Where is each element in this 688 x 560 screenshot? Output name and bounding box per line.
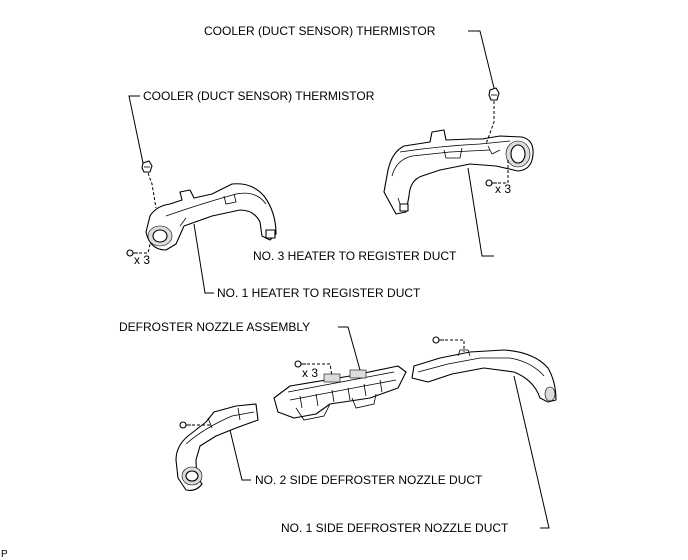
- screw-side-left-icon: [179, 421, 191, 429]
- leader-cooler-thermistor-right: [468, 30, 495, 89]
- label-cooler-thermistor-left: COOLER (DUCT SENSOR) THERMISTOR: [143, 89, 375, 103]
- screw-right-icon: [485, 179, 497, 187]
- screw-left-install-line: [139, 243, 151, 254]
- leader-defroster-nozzle: [338, 326, 361, 371]
- no1-side-defroster-part: [411, 349, 557, 403]
- label-qty-left-duct: x 3: [134, 253, 150, 267]
- screw-side-right-install-line: [445, 339, 465, 352]
- corner-code: P: [1, 549, 8, 560]
- screw-right-install-line: [498, 160, 509, 184]
- leader-no1-side-defroster: [513, 375, 550, 529]
- leader-cooler-thermistor-left: [128, 95, 144, 164]
- cooler-thermistor-right-part: [488, 87, 500, 101]
- label-qty-defroster: x 3: [302, 366, 318, 380]
- screw-left-icon: [126, 249, 138, 257]
- leader-no2-side-defroster: [229, 429, 251, 481]
- cooler-thermistor-left-part: [141, 160, 153, 173]
- thermistor-left-install-line: [147, 172, 157, 209]
- defroster-nozzle-part: [273, 365, 407, 421]
- leader-no1-heater-duct: [193, 223, 214, 294]
- label-cooler-thermistor-right: COOLER (DUCT SENSOR) THERMISTOR: [204, 24, 436, 38]
- no1-heater-duct-part: [145, 183, 277, 251]
- no2-side-defroster-part: [175, 403, 259, 491]
- screw-side-right-icon: [432, 336, 444, 344]
- thermistor-right-install-line: [485, 101, 495, 145]
- label-no1-heater-duct: NO. 1 HEATER TO REGISTER DUCT: [217, 286, 421, 300]
- leader-no3-heater-duct: [467, 167, 494, 257]
- label-no2-side-defroster: NO. 2 SIDE DEFROSTER NOZZLE DUCT: [255, 473, 483, 487]
- label-no1-side-defroster: NO. 1 SIDE DEFROSTER NOZZLE DUCT: [281, 521, 509, 535]
- no3-heater-duct-part: [383, 129, 534, 215]
- label-qty-right-duct: x 3: [495, 182, 511, 196]
- screw-defroster-install-line: [307, 363, 333, 377]
- screw-defroster-icon: [294, 360, 306, 368]
- label-defroster-nozzle: DEFROSTER NOZZLE ASSEMBLY: [119, 320, 310, 334]
- label-no3-heater-duct: NO. 3 HEATER TO REGISTER DUCT: [253, 249, 457, 263]
